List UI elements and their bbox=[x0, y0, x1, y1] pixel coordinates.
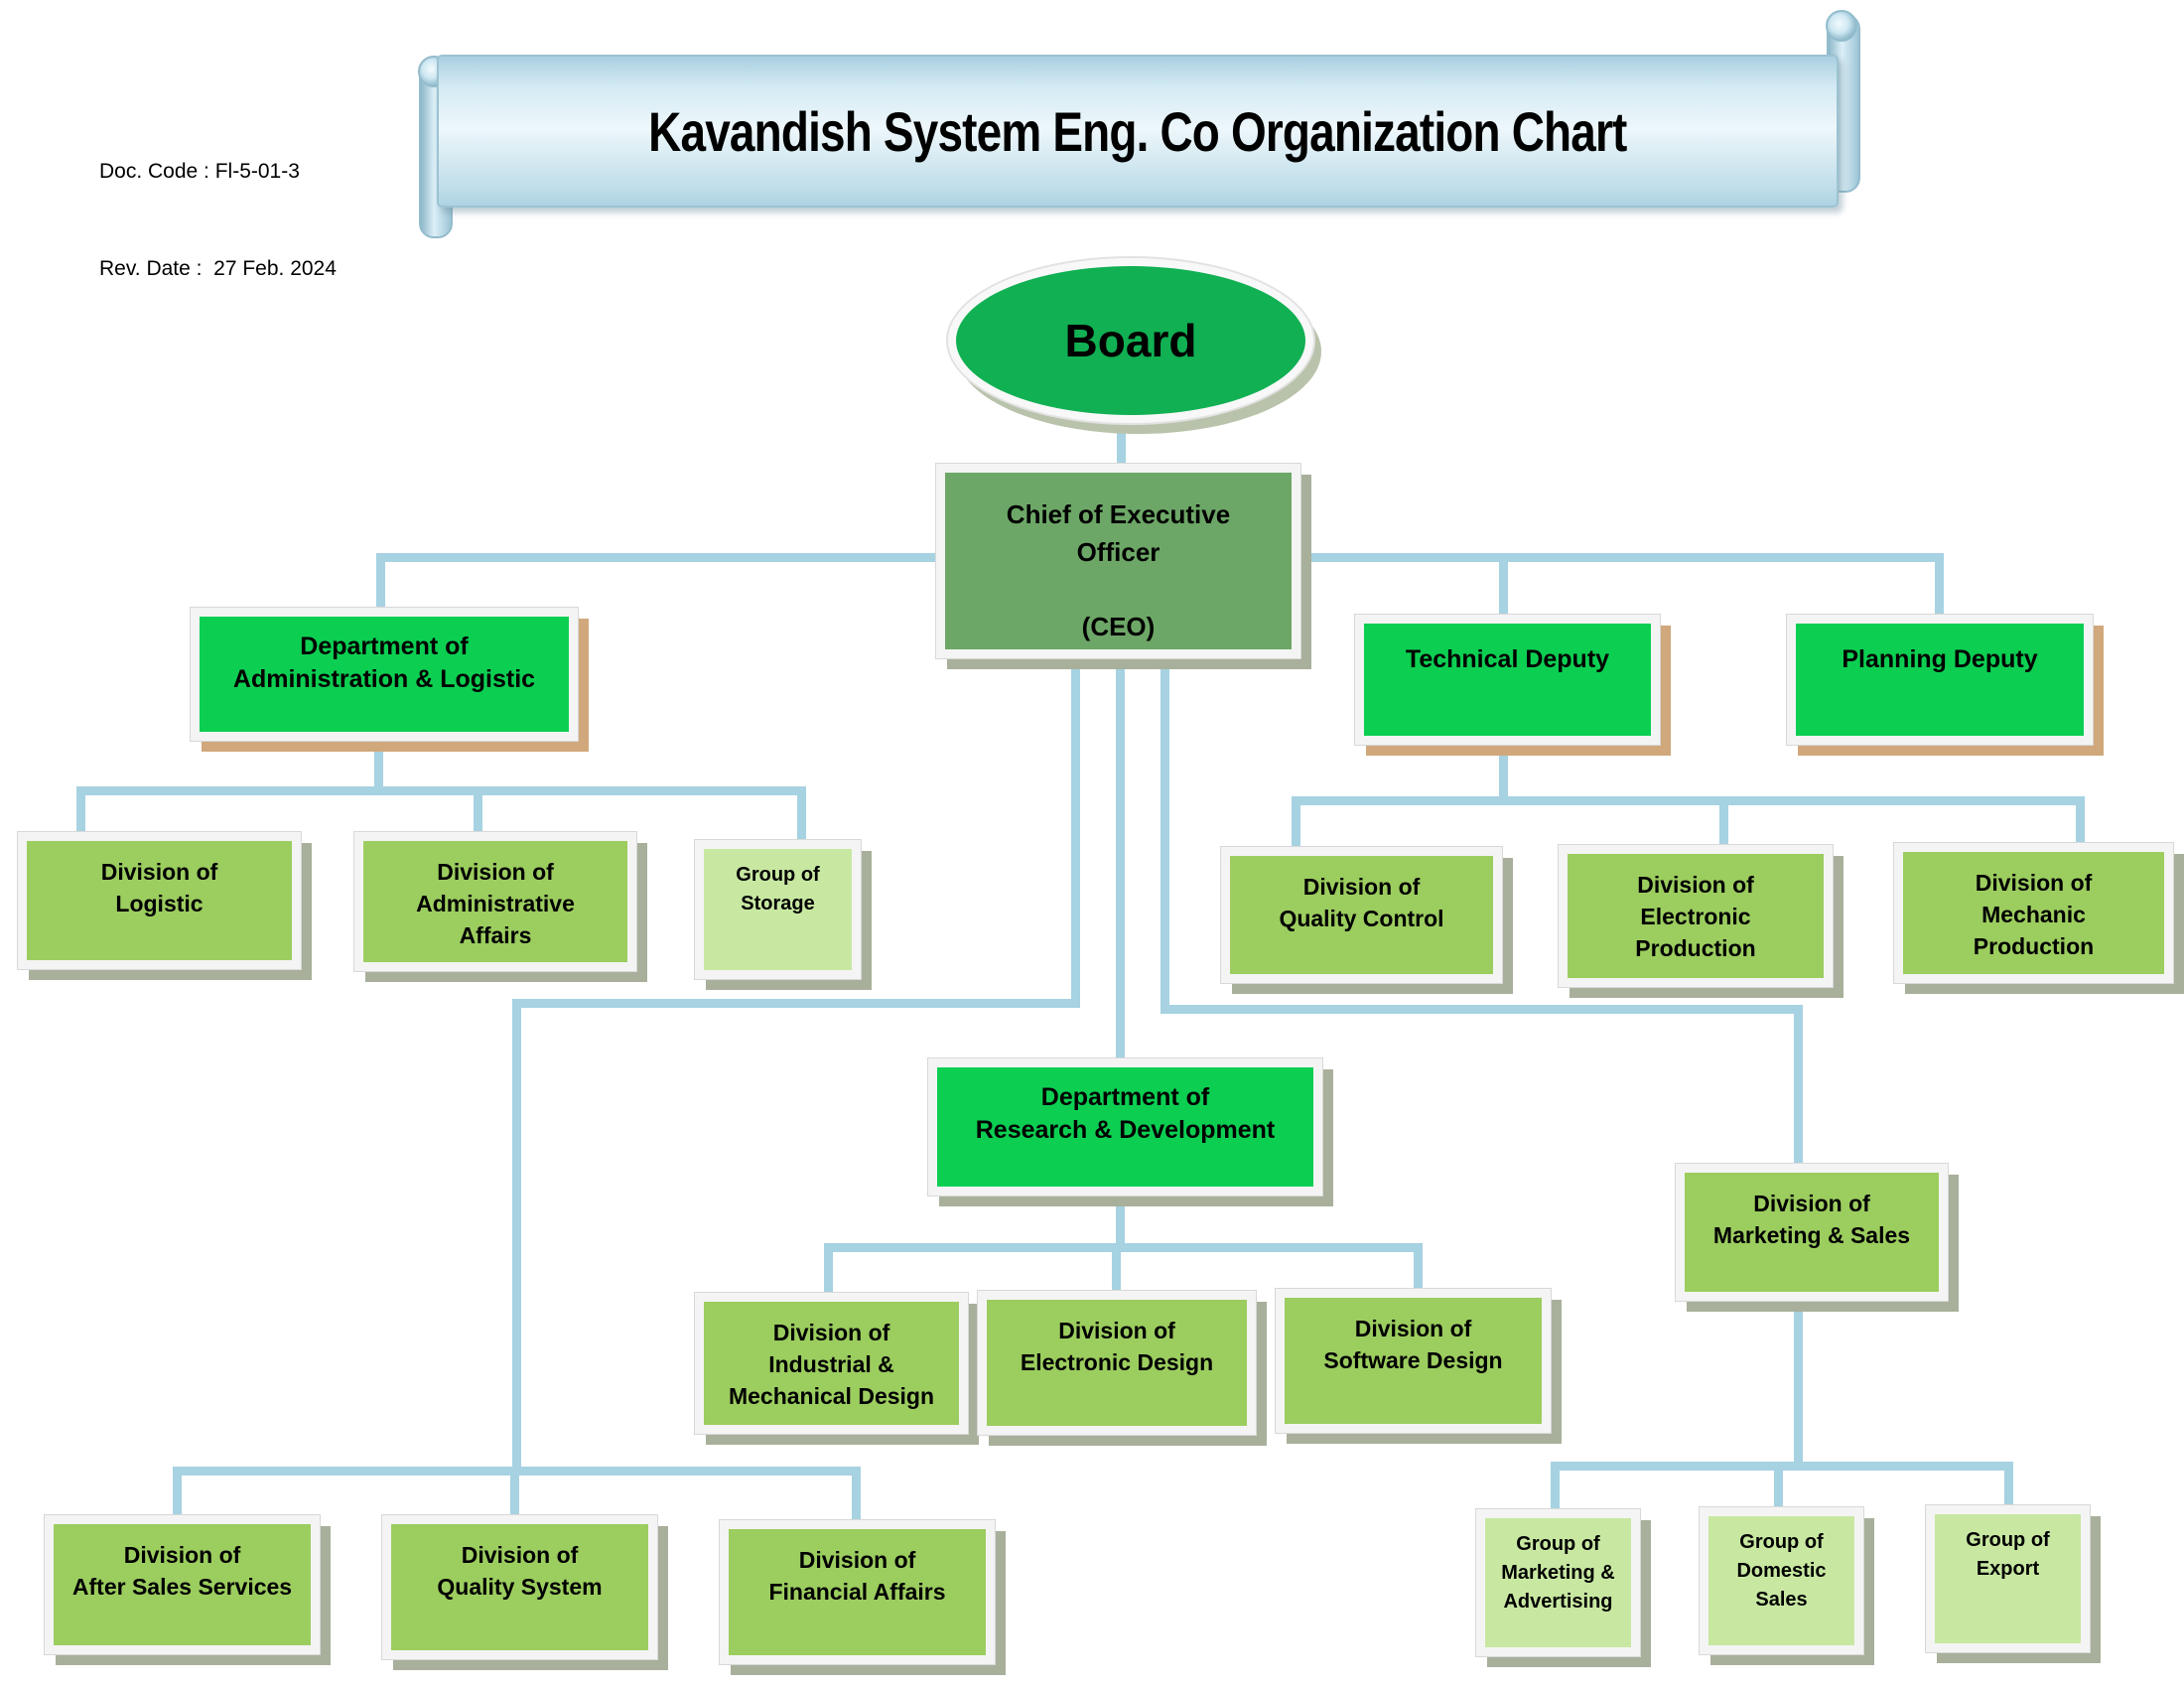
node-division-electronic-production: Division of Electronic Production bbox=[1559, 845, 1833, 987]
node-division-quality-system: Division of Quality System bbox=[382, 1515, 657, 1659]
connector bbox=[1794, 1301, 1803, 1464]
node-label: Department of Administration & Logistic bbox=[232, 633, 536, 693]
connector bbox=[1160, 658, 1169, 1009]
connector bbox=[2076, 796, 2085, 843]
connector bbox=[824, 1243, 1423, 1252]
node-label: Division of Marketing & Sales bbox=[1712, 1191, 1911, 1249]
node-label: Group of Marketing & Advertising bbox=[1501, 1533, 1615, 1613]
node-label: Division of Quality System bbox=[437, 1542, 603, 1601]
node-dept-research-development: Department of Research & Development bbox=[928, 1058, 1322, 1196]
node-division-marketing-sales: Division of Marketing & Sales bbox=[1676, 1164, 1948, 1301]
connector bbox=[1499, 745, 1508, 796]
connector bbox=[376, 553, 936, 562]
node-dept-administration-logistic: Department of Administration & Logistic bbox=[191, 608, 578, 741]
node-label: Division of Electronic Production bbox=[1635, 872, 1756, 962]
connector bbox=[1794, 1005, 1803, 1164]
connector bbox=[1551, 1462, 1560, 1509]
node-board: Board bbox=[948, 258, 1313, 423]
node-label: Group of Storage bbox=[736, 864, 820, 914]
node-label: Department of Research & Development bbox=[975, 1083, 1276, 1144]
node-group-export: Group of Export bbox=[1926, 1505, 2090, 1652]
node-label: Group of Export bbox=[1966, 1529, 2050, 1580]
node-division-mechanic-production: Division of Mechanic Production bbox=[1894, 843, 2173, 983]
node-group-domestic-sales: Group of Domestic Sales bbox=[1700, 1507, 1863, 1654]
connector bbox=[512, 999, 521, 1469]
connector bbox=[173, 1467, 182, 1515]
connector bbox=[1292, 796, 2085, 805]
connector bbox=[76, 786, 85, 834]
doc-code-text: Doc. Code : Fl-5-01-3 bbox=[99, 160, 300, 184]
connector bbox=[852, 1467, 861, 1520]
node-label: Division of Industrial & Mechanical Desi… bbox=[728, 1320, 935, 1410]
connector bbox=[1935, 553, 1944, 615]
node-division-electronic-design: Division of Electronic Design bbox=[978, 1291, 1256, 1435]
connector bbox=[2004, 1462, 2013, 1505]
title-banner: Kavandish System Eng. Co Organization Ch… bbox=[437, 55, 1839, 208]
node-label: Board bbox=[1064, 315, 1197, 366]
node-label: Chief of Executive Officer (CEO) bbox=[1006, 499, 1231, 642]
connector bbox=[1116, 658, 1125, 1058]
connector bbox=[376, 553, 385, 610]
node-division-logistic: Division of Logistic bbox=[18, 832, 301, 969]
connector bbox=[1292, 796, 1300, 847]
connector bbox=[76, 786, 806, 795]
node-division-administrative-affairs: Division of Administrative Affairs bbox=[354, 832, 636, 971]
node-division-quality-control: Division of Quality Control bbox=[1221, 847, 1502, 983]
node-technical-deputy: Technical Deputy bbox=[1355, 615, 1660, 745]
node-group-marketing-advertising: Group of Marketing & Advertising bbox=[1476, 1509, 1640, 1656]
node-group-storage: Group of Storage bbox=[695, 840, 861, 979]
connector bbox=[1300, 553, 1944, 562]
node-label: Planning Deputy bbox=[1842, 645, 2038, 673]
node-label: Division of Quality Control bbox=[1279, 874, 1444, 932]
connector bbox=[1499, 553, 1508, 615]
connector bbox=[1112, 1243, 1121, 1291]
connector bbox=[1116, 1196, 1125, 1245]
node-ceo: Chief of Executive Officer (CEO) bbox=[936, 464, 1300, 658]
node-division-after-sales-services: Division of After Sales Services bbox=[45, 1515, 320, 1654]
node-label: Group of Domestic Sales bbox=[1736, 1531, 1827, 1611]
page-title: Kavandish System Eng. Co Organization Ch… bbox=[648, 99, 1627, 163]
connector bbox=[1160, 1005, 1803, 1014]
connector bbox=[510, 1467, 519, 1515]
connector bbox=[1719, 796, 1728, 845]
node-label: Division of Mechanic Production bbox=[1973, 870, 2095, 960]
banner-right-knob bbox=[1826, 10, 1857, 42]
rev-date-text: Rev. Date : 27 Feb. 2024 bbox=[99, 256, 337, 280]
connector bbox=[512, 999, 1080, 1008]
connector bbox=[797, 786, 806, 842]
node-label: Division of Software Design bbox=[1323, 1316, 1503, 1374]
connector bbox=[474, 786, 482, 834]
connector bbox=[824, 1243, 833, 1293]
node-label: Division of After Sales Services bbox=[71, 1542, 293, 1601]
document-meta: Doc. Code : Fl-5-01-3 Rev. Date : 27 Feb… bbox=[99, 91, 337, 350]
node-planning-deputy: Planning Deputy bbox=[1787, 615, 2093, 745]
connector bbox=[1117, 407, 1126, 467]
connector bbox=[1071, 658, 1080, 1003]
connector bbox=[374, 741, 383, 786]
node-label: Division of Financial Affairs bbox=[768, 1547, 946, 1606]
node-label: Technical Deputy bbox=[1405, 645, 1610, 673]
connector bbox=[1414, 1243, 1423, 1289]
node-division-software-design: Division of Software Design bbox=[1276, 1289, 1551, 1433]
node-label: Division of Logistic bbox=[100, 859, 218, 917]
node-division-industrial-mechanical-design: Division of Industrial & Mechanical Desi… bbox=[695, 1293, 968, 1434]
connector bbox=[1774, 1462, 1783, 1507]
node-label: Division of Administrative Affairs bbox=[416, 859, 575, 949]
node-division-financial-affairs: Division of Financial Affairs bbox=[720, 1520, 995, 1664]
node-label: Division of Electronic Design bbox=[1020, 1318, 1214, 1376]
